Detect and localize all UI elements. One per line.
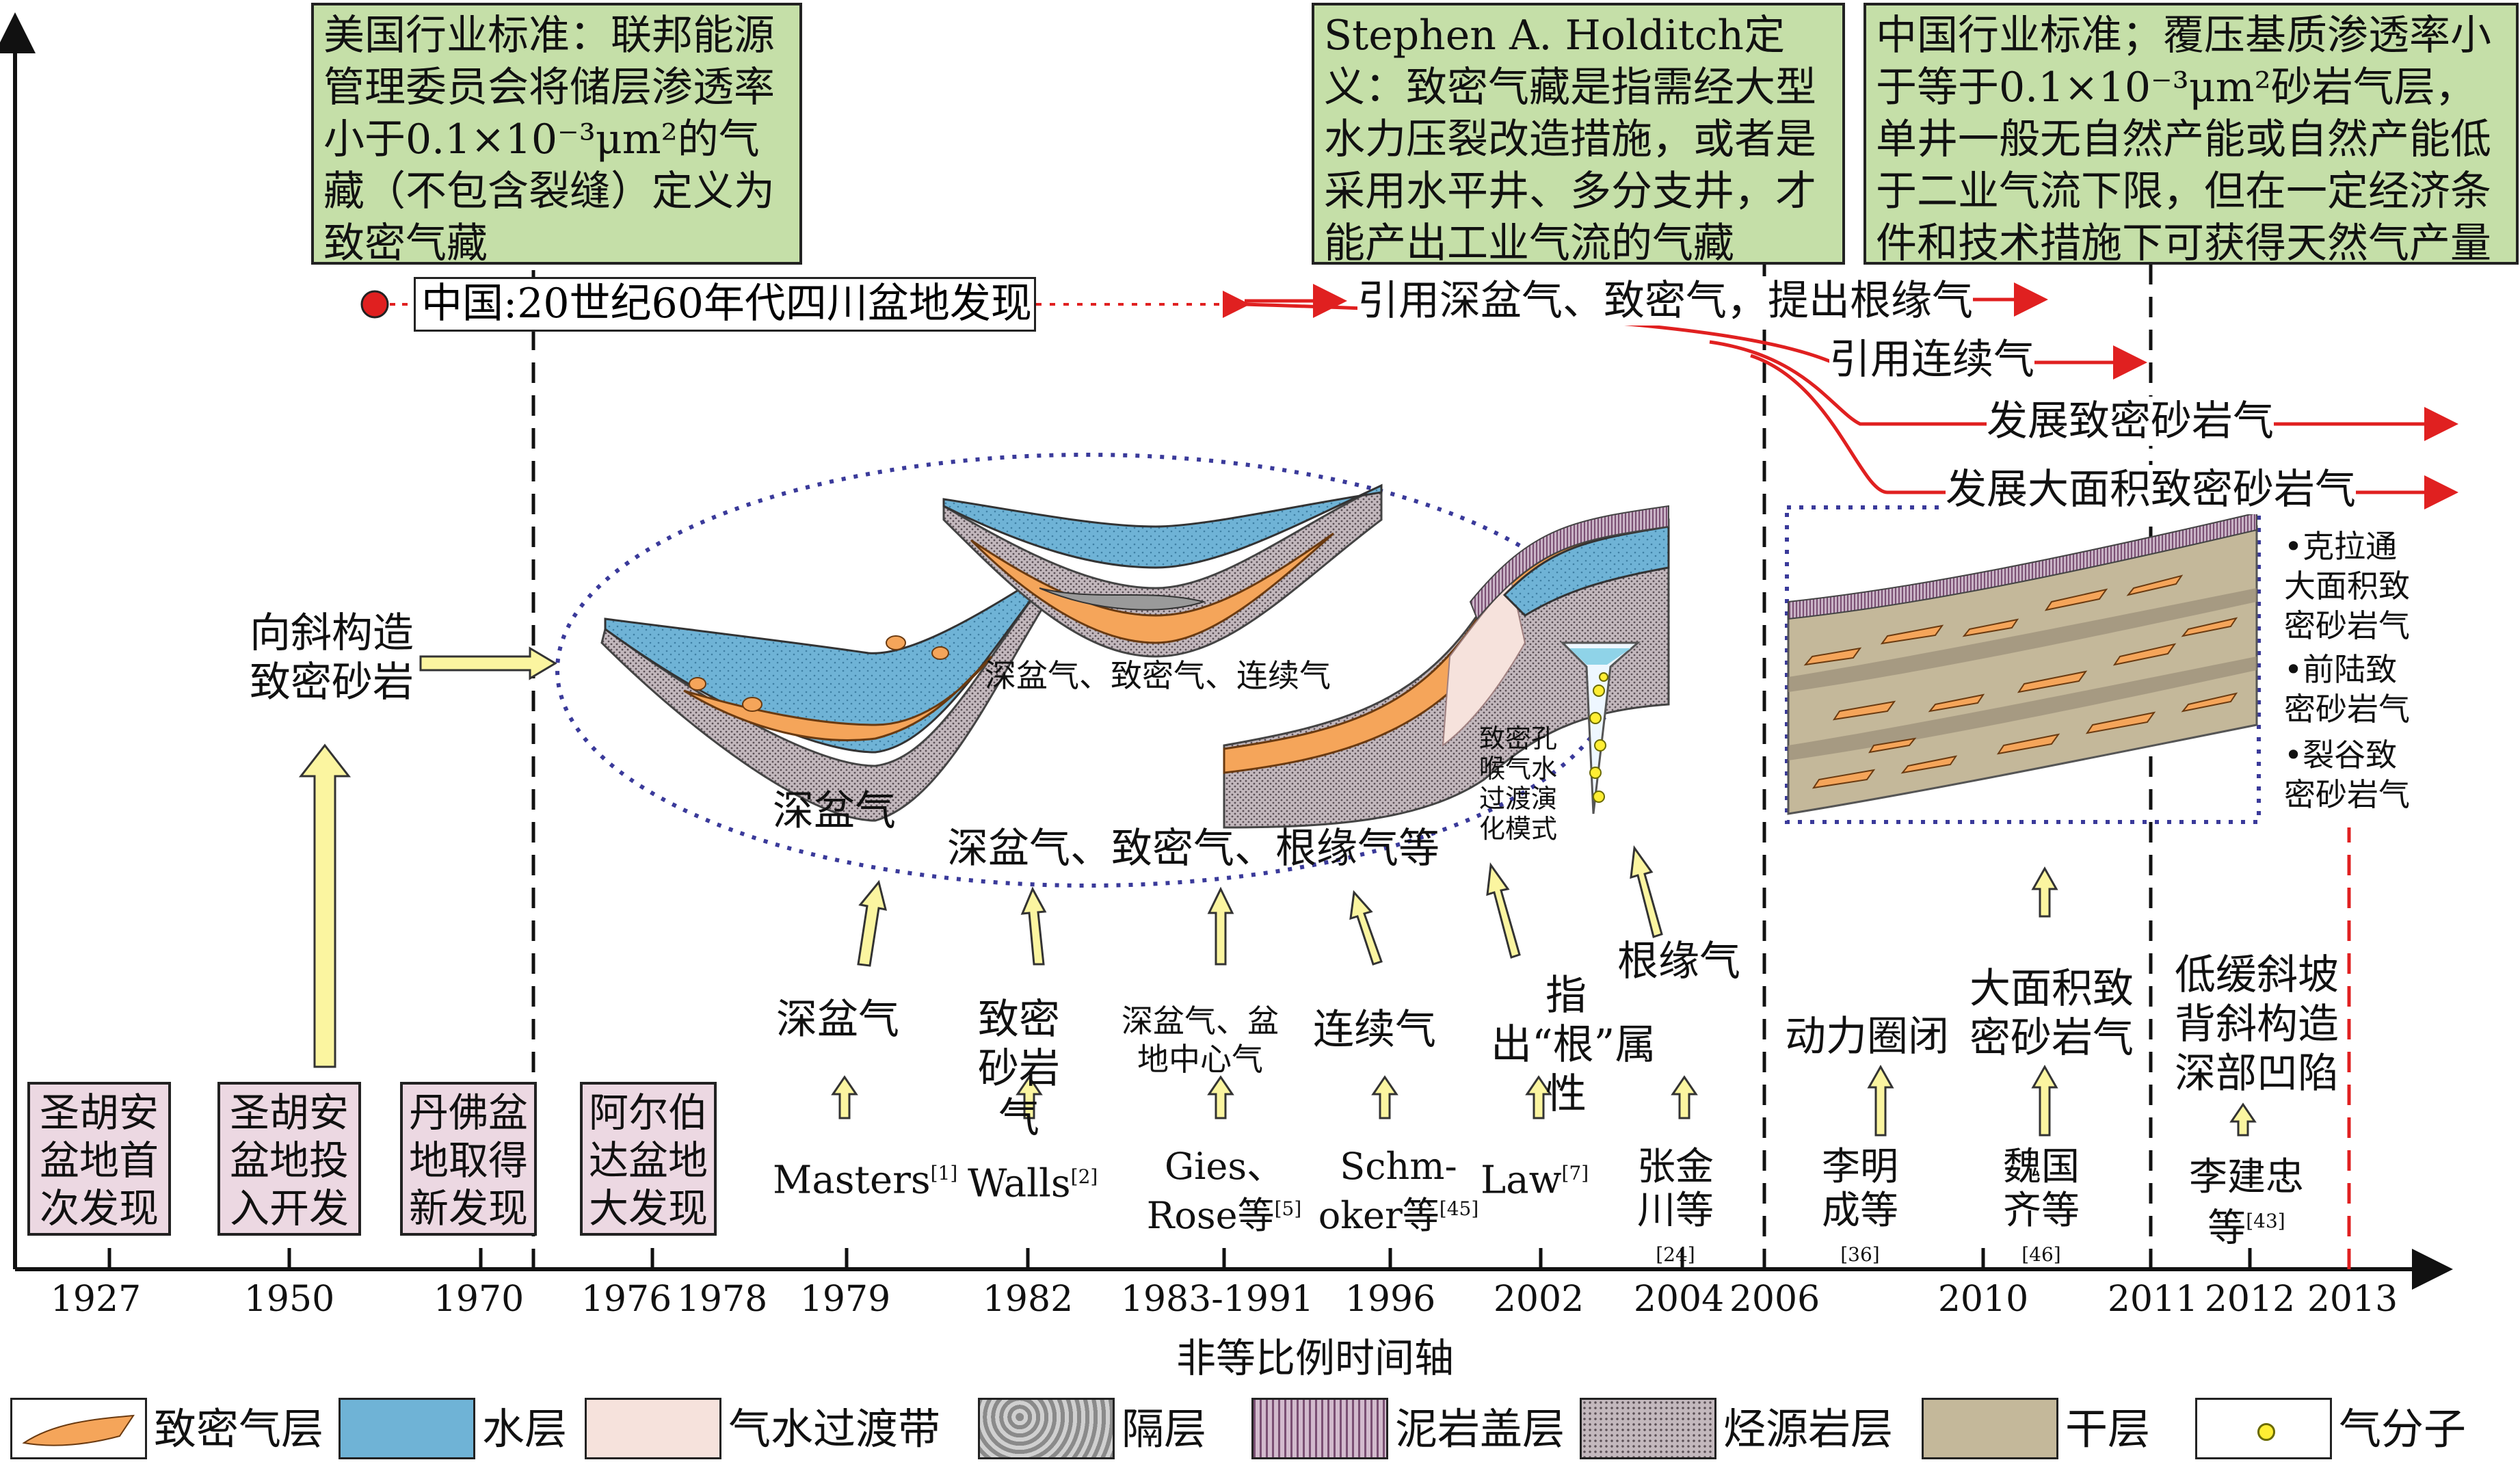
discovery-1976: 阿尔伯达盆地大发现 xyxy=(580,1082,717,1236)
tick-2010: 2010 xyxy=(1937,1279,2029,1320)
definition-holditch: Stephen A. Holditch定义：致密气藏是指需经大型水力压裂改造措施… xyxy=(1312,3,1845,267)
tick-2004: 2004 xyxy=(1633,1279,1725,1320)
china-branch-3: 发展致密砂岩气 xyxy=(1987,397,2274,446)
legend-label-transition: 气水过渡带 xyxy=(728,1404,941,1454)
legend-label-water: 水层 xyxy=(482,1404,568,1454)
legend-label-barrier: 隔层 xyxy=(1122,1404,1207,1454)
discovery-1970: 丹佛盆地取得新发现 xyxy=(400,1082,537,1236)
tick-1979: 1979 xyxy=(799,1279,891,1320)
china-type-craton: •克拉通大面积致密砂岩气 xyxy=(2284,528,2410,644)
legend-swatch-tight-gas xyxy=(10,1398,147,1459)
ellipse-label-bottom: 深盆气、致密气、根缘气等 xyxy=(947,825,1440,873)
legend-tight-gas-shape xyxy=(22,1414,135,1446)
concept-term-2002: 指出“根”属性 xyxy=(1491,972,1656,1118)
funnel-label: 致密孔喉气水过渡演化模式 xyxy=(1478,724,1557,844)
tick-2006: 2006 xyxy=(1729,1279,1820,1320)
china-origin-label: 中国:20世纪60年代四川盆地发现 xyxy=(414,277,1036,332)
yellow-arrows xyxy=(298,646,2257,1137)
tick-2013: 2013 xyxy=(2307,1279,2398,1320)
author-masters: Masters[1] xyxy=(773,1158,958,1203)
author-zhang: 张金川等[24] xyxy=(1637,1145,1714,1266)
legend-label-dry-layer: 干层 xyxy=(2065,1404,2151,1454)
tick-2002: 2002 xyxy=(1493,1279,1584,1320)
legend-swatch-water xyxy=(339,1398,475,1459)
tick-1982: 1982 xyxy=(982,1279,1074,1320)
legend-label-gas-molecule: 气分子 xyxy=(2339,1404,2467,1454)
legend-swatch-dry-layer xyxy=(1922,1398,2058,1459)
china-branch-2: 引用连续气 xyxy=(1829,335,2034,384)
author-gies-rose: Gies、Rose等[5] xyxy=(1146,1145,1302,1237)
axis-ticks xyxy=(107,1248,2252,1269)
tick-2012: 2012 xyxy=(2204,1279,2296,1320)
legend-swatch-mudstone xyxy=(1251,1398,1388,1459)
concept-term-2006: 动力圈闭 xyxy=(1785,1013,1949,1061)
legend-swatch-gas-molecule xyxy=(2195,1398,2332,1459)
china-branch-1: 引用深盆气、致密气，提出根缘气 xyxy=(1357,276,1973,326)
tick-1927: 1927 xyxy=(50,1279,142,1320)
china-type-foreland: •前陆致密砂岩气 xyxy=(2284,651,2410,728)
legend-swatch-source-rock xyxy=(1580,1398,1716,1459)
tick-1983-1991: 1983-1991 xyxy=(1120,1279,1314,1320)
concept-term-2004: 根缘气 xyxy=(1617,938,1740,985)
legend-swatch-transition xyxy=(585,1398,721,1459)
china-branch-curves xyxy=(1244,282,2458,509)
tick-2011: 2011 xyxy=(2107,1279,2199,1320)
axis-title: 非等比例时间轴 xyxy=(1176,1335,1455,1381)
author-wei-guoqi: 魏国齐等[46] xyxy=(2003,1145,2080,1266)
definition-us-standard: 美国行业标准：联邦能源管理委员会将储层渗透率小于0.1×10⁻³μm²的气藏（不… xyxy=(311,3,802,267)
china-branch-4: 发展大面积致密砂岩气 xyxy=(1946,465,2356,514)
concept-term-1979: 深盆气 xyxy=(776,996,899,1044)
legend-label-mudstone: 泥岩盖层 xyxy=(1395,1404,1565,1454)
author-li-jianzhong: 李建忠等[43] xyxy=(2189,1155,2304,1251)
legend-label-tight-gas: 致密气层 xyxy=(154,1404,324,1454)
concept-term-2012: 低缓斜坡背斜构造深部凹陷 xyxy=(2175,951,2339,1098)
china-origin-marker xyxy=(360,290,389,319)
concept-term-1982: 致密砂岩气 xyxy=(978,996,1060,1142)
ellipse-label-middle: 深盆气、致密气、连续气 xyxy=(985,657,1331,694)
legend-swatch-barrier xyxy=(978,1398,1115,1459)
syncline-label: 向斜构造致密砂岩 xyxy=(250,609,414,706)
tick-1996: 1996 xyxy=(1344,1279,1436,1320)
ellipse-label-left: 深盆气 xyxy=(773,787,896,835)
basin-section-left xyxy=(600,580,1048,822)
discovery-1927: 圣胡安盆地首次发现 xyxy=(27,1082,171,1236)
china-strata-section xyxy=(1787,512,2258,815)
pore-funnel-model xyxy=(1560,641,1641,814)
tick-1976: 1976 xyxy=(581,1279,672,1320)
tick-1970: 1970 xyxy=(433,1279,525,1320)
tick-1978: 1978 xyxy=(676,1279,768,1320)
discovery-1950: 圣胡安盆地投入开发 xyxy=(217,1082,361,1236)
author-law: Law[7] xyxy=(1481,1158,1589,1203)
strata-section-tilted xyxy=(1223,505,1670,829)
definition-china-standard: 中国行业标准；覆压基质渗透率小于等于0.1×10⁻³μm²砂岩气层，单井一般无自… xyxy=(1864,3,2519,267)
author-schmoker: Schm-oker等[45] xyxy=(1318,1145,1479,1237)
tick-1950: 1950 xyxy=(243,1279,335,1320)
concept-term-2010: 大面积致密砂岩气 xyxy=(1969,965,2134,1062)
author-li-mingcheng: 李明成等[36] xyxy=(1822,1145,1898,1266)
basin-section-middle xyxy=(942,483,1383,658)
china-type-rift: •裂谷致密砂岩气 xyxy=(2284,736,2410,813)
author-walls: Walls[2] xyxy=(968,1161,1098,1206)
concept-term-1996: 连续气 xyxy=(1313,1006,1436,1054)
legend-label-source-rock: 烃源岩层 xyxy=(1723,1404,1894,1454)
concept-term-1983-1991: 深盆气、盆地中心气 xyxy=(1122,1003,1279,1078)
